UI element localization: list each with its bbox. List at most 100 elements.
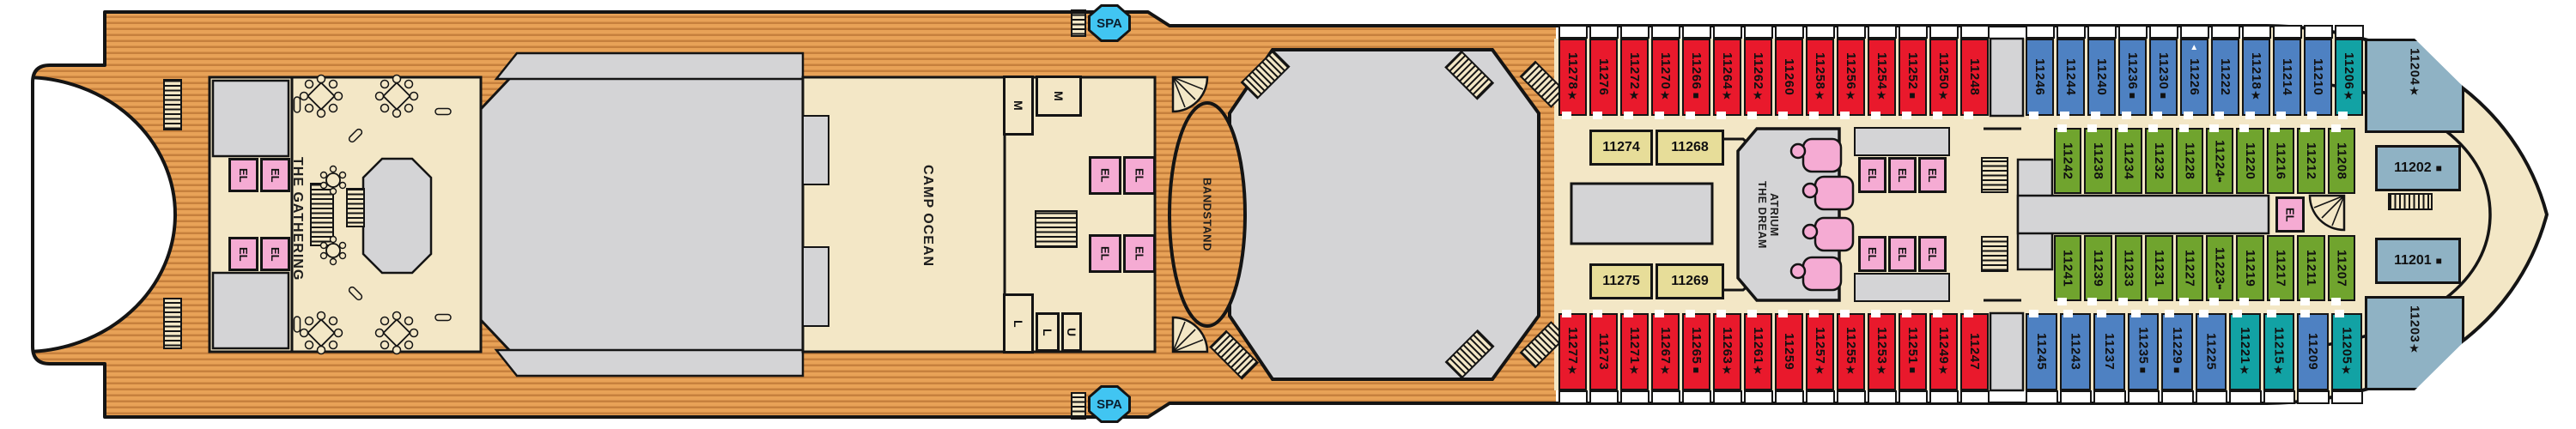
cabin-door bbox=[2209, 298, 2219, 305]
elevator: EL bbox=[1089, 156, 1121, 195]
cabin-11245[interactable]: 11245 bbox=[2026, 313, 2057, 390]
cabin-11217[interactable]: 11217 bbox=[2266, 235, 2295, 301]
cabin-11271[interactable]: 11271★ bbox=[1620, 313, 1649, 390]
spa-ladder-icon-top bbox=[1071, 9, 1086, 37]
cabin-11267[interactable]: 11267★ bbox=[1651, 313, 1680, 390]
cabin-number: 11235■ bbox=[2136, 327, 2151, 377]
cabin-11272[interactable]: 11272★ bbox=[1620, 39, 1649, 116]
cabin-11225[interactable]: 11225 bbox=[2195, 313, 2227, 390]
cabin-11201[interactable]: 11201■ bbox=[2375, 238, 2461, 284]
cabin-11262[interactable]: 11262★ bbox=[1744, 39, 1772, 116]
cabin-11242[interactable]: 11242 bbox=[2054, 128, 2082, 194]
cabin-11230[interactable]: 11230■ bbox=[2149, 39, 2178, 116]
cabin-11224[interactable]: 11224•• bbox=[2206, 128, 2234, 194]
cabin-11240[interactable]: 11240 bbox=[2087, 39, 2116, 116]
cabin-11216[interactable]: 11216 bbox=[2266, 128, 2295, 194]
cabin-number: 11227 bbox=[2182, 249, 2197, 287]
cabin-door bbox=[2165, 310, 2174, 317]
cabin-11223[interactable]: 11223•• bbox=[2206, 235, 2234, 301]
cabin-door bbox=[2122, 112, 2131, 119]
cabin-11258[interactable]: 11258★ bbox=[1806, 39, 1834, 116]
cabin-11234[interactable]: 11234 bbox=[2114, 128, 2143, 194]
cabin-number: 11251■ bbox=[1905, 327, 1920, 377]
cabin-11254[interactable]: 11254★ bbox=[1868, 39, 1896, 116]
cabin-11232[interactable]: 11232 bbox=[2145, 128, 2173, 194]
cabin-11255[interactable]: 11255★ bbox=[1837, 313, 1865, 390]
cabin-11229[interactable]: 11229■ bbox=[2161, 313, 2193, 390]
cabin-door bbox=[2029, 112, 2038, 119]
cabin-11251[interactable]: 11251■ bbox=[1899, 313, 1927, 390]
spa-badge-bottom-label: SPA bbox=[1091, 388, 1128, 420]
cabin-11233[interactable]: 11233 bbox=[2114, 235, 2143, 301]
cabin-symbol-dots: •• bbox=[2214, 284, 2225, 290]
cabin-11209[interactable]: 11209 bbox=[2297, 313, 2329, 390]
cabin-11248[interactable]: 11248 bbox=[1960, 39, 1989, 116]
bow-stairs-top bbox=[163, 79, 182, 130]
cabin-11246[interactable]: 11246 bbox=[2026, 39, 2054, 116]
balcony bbox=[1837, 390, 1866, 404]
cabin-11261[interactable]: 11261★ bbox=[1744, 313, 1772, 390]
atrium-label: THE DREAM ATRIUM bbox=[1756, 180, 1780, 249]
cabin-11256[interactable]: 11256★ bbox=[1837, 39, 1865, 116]
cabin-door bbox=[2148, 124, 2159, 132]
cabin-11277[interactable]: 11277★ bbox=[1558, 313, 1587, 390]
cabin-11215[interactable]: 11215★ bbox=[2263, 313, 2294, 390]
cabin-11266[interactable]: 11266■ bbox=[1682, 39, 1710, 116]
cabin-11219[interactable]: 11219 bbox=[2236, 235, 2264, 301]
cabin-11236[interactable]: 11236■ bbox=[2118, 39, 2147, 116]
cabin-11238[interactable]: 11238 bbox=[2084, 128, 2112, 194]
cabin-11273[interactable]: 11273 bbox=[1589, 313, 1618, 390]
cabin-11212[interactable]: 11212 bbox=[2297, 128, 2325, 194]
cabin-11275[interactable]: 11275 bbox=[1589, 263, 1653, 299]
balcony bbox=[2149, 25, 2178, 39]
cabin-11235[interactable]: 11235■ bbox=[2127, 313, 2159, 390]
balcony bbox=[2211, 25, 2240, 39]
cabin-11237[interactable]: 11237 bbox=[2093, 313, 2125, 390]
cabin-11228[interactable]: 11228 bbox=[2175, 128, 2203, 194]
cabin-11265[interactable]: 11265■ bbox=[1682, 313, 1710, 390]
cabin-11249[interactable]: 11249★ bbox=[1929, 313, 1958, 390]
cabin-11276[interactable]: 11276 bbox=[1589, 39, 1618, 116]
cabin-symbol-star: ★ bbox=[1752, 89, 1764, 102]
cabin-11207[interactable]: 11207 bbox=[2327, 235, 2355, 301]
cabin-11206[interactable]: 11206★ bbox=[2335, 39, 2363, 116]
cabin-11252[interactable]: 11252■ bbox=[1899, 39, 1927, 116]
cabin-11259[interactable]: 11259 bbox=[1775, 313, 1803, 390]
cabin-11268[interactable]: 11268 bbox=[1656, 130, 1724, 166]
cabin-11250[interactable]: 11250★ bbox=[1929, 39, 1958, 116]
cabin-11218[interactable]: 11218★ bbox=[2242, 39, 2270, 116]
cabin-11210[interactable]: 11210 bbox=[2304, 39, 2332, 116]
cabin-11221[interactable]: 11221★ bbox=[2229, 313, 2261, 390]
cabin-door bbox=[1778, 112, 1788, 119]
cabin-11253[interactable]: 11253★ bbox=[1868, 313, 1896, 390]
cabin-door bbox=[2266, 310, 2276, 317]
cabin-11231[interactable]: 11231 bbox=[2145, 235, 2173, 301]
cabin-11247[interactable]: 11247 bbox=[1960, 313, 1989, 390]
cabin-11257[interactable]: 11257★ bbox=[1806, 313, 1834, 390]
cabin-11270[interactable]: 11270★ bbox=[1651, 39, 1680, 116]
balcony bbox=[1806, 25, 1835, 39]
balcony bbox=[1589, 390, 1619, 404]
cabin-11222[interactable]: 11222 bbox=[2211, 39, 2239, 116]
cabin-11227[interactable]: 11227 bbox=[2175, 235, 2203, 301]
cabin-11263[interactable]: 11263★ bbox=[1713, 313, 1741, 390]
cabin-11269[interactable]: 11269 bbox=[1656, 263, 1724, 299]
cabin-11214[interactable]: 11214 bbox=[2273, 39, 2301, 116]
cabin-11202[interactable]: 11202■ bbox=[2375, 145, 2461, 191]
cabin-number: 11277★ bbox=[1565, 327, 1580, 377]
cabin-11241[interactable]: 11241 bbox=[2054, 235, 2082, 301]
cabin-11243[interactable]: 11243 bbox=[2059, 313, 2091, 390]
cabin-11211[interactable]: 11211 bbox=[2297, 235, 2325, 301]
cabin-11205[interactable]: 11205★ bbox=[2330, 313, 2362, 390]
cabin-11274[interactable]: 11274 bbox=[1589, 130, 1653, 166]
cabin-11264[interactable]: 11264★ bbox=[1713, 39, 1741, 116]
cabin-11260[interactable]: 11260 bbox=[1775, 39, 1803, 116]
balcony bbox=[2059, 390, 2092, 404]
cabin-11226[interactable]: 11226▲ bbox=[2180, 39, 2208, 116]
cabin-11208[interactable]: 11208 bbox=[2327, 128, 2355, 194]
cabin-11278[interactable]: 11278★ bbox=[1558, 39, 1587, 116]
cabin-11220[interactable]: 11220 bbox=[2236, 128, 2264, 194]
cabin-11239[interactable]: 11239 bbox=[2084, 235, 2112, 301]
cabin-11244[interactable]: 11244 bbox=[2057, 39, 2085, 116]
midship-stairs bbox=[1035, 210, 1078, 248]
